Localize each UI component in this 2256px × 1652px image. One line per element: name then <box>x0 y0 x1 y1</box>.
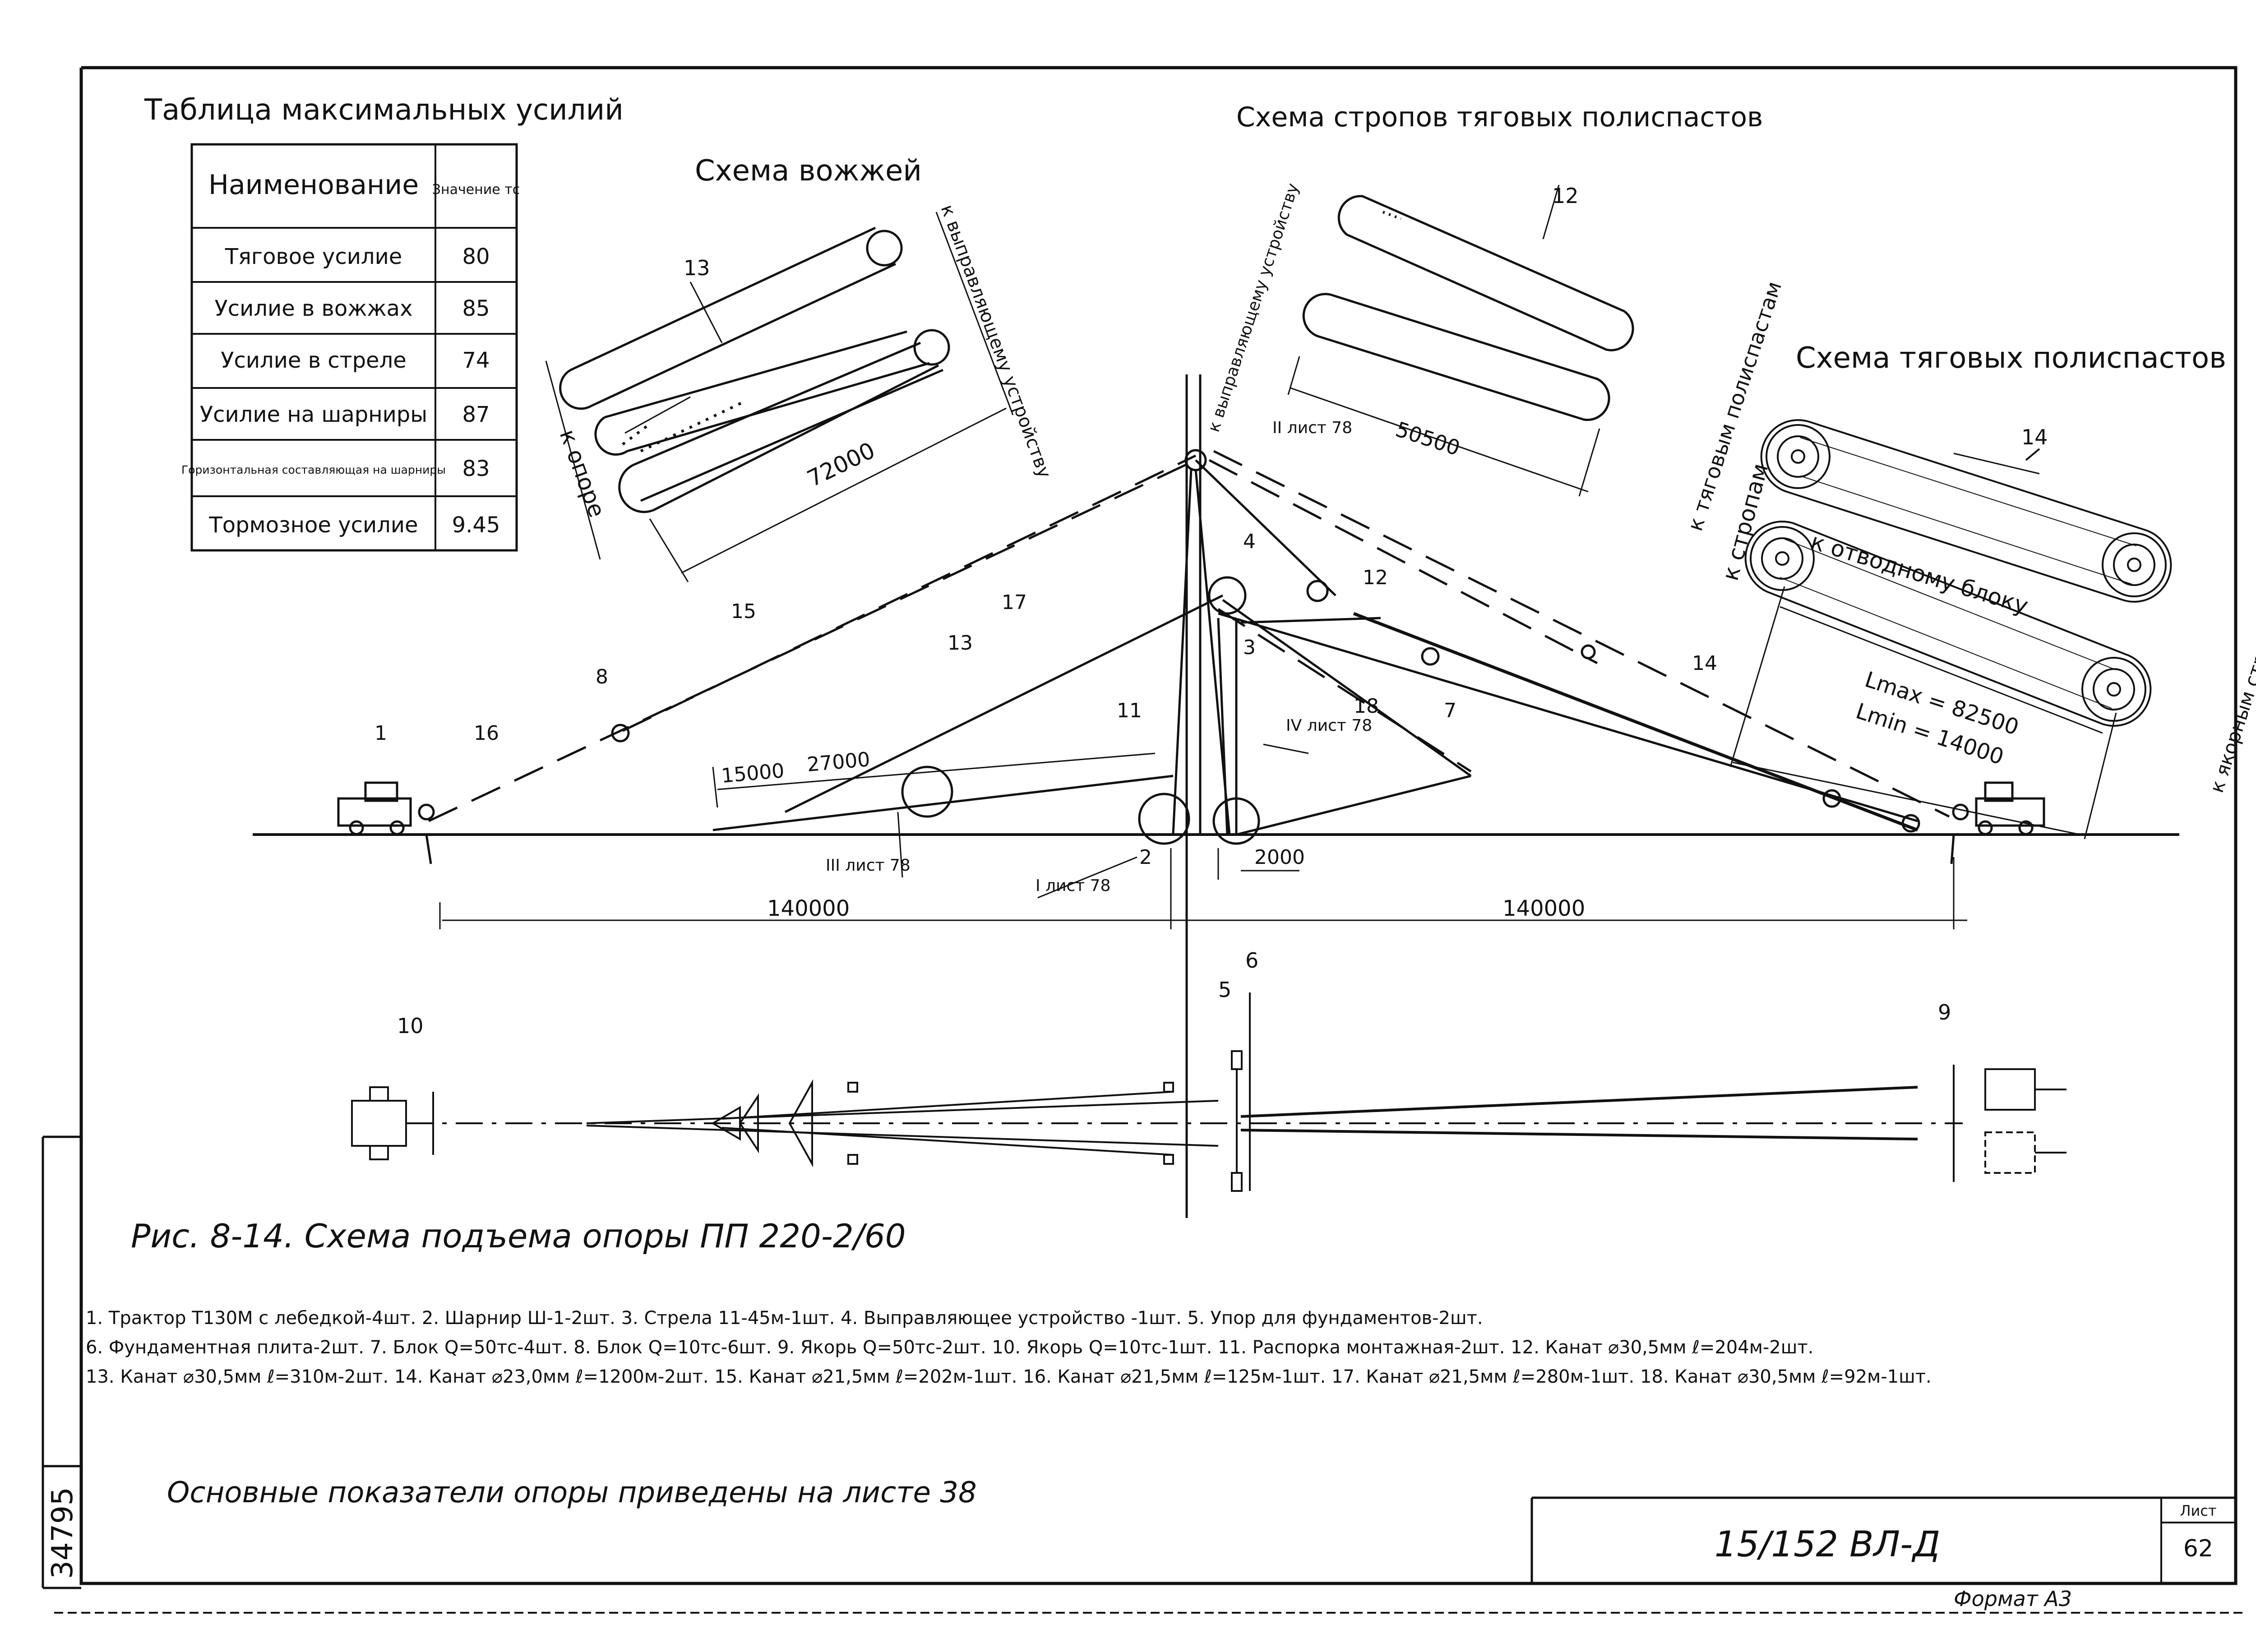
item-number: 14 <box>1692 652 1717 675</box>
sheet-ref: I лист 78 <box>1036 877 1110 895</box>
sheet-ref: II лист 78 <box>1272 419 1352 437</box>
sheet-ref: IV лист 78 <box>1286 716 1372 735</box>
table-row-value: 87 <box>462 402 490 427</box>
elevation-dim-15000: 15000 <box>721 759 786 788</box>
table-row-name: Усилие в стреле <box>221 348 407 373</box>
plan-view: 5 6 9 10 <box>351 948 2066 1218</box>
slings-label-pulley: к тяговым полиспастам <box>1683 278 1786 534</box>
pulley-label-block: к отводному блоку <box>1808 528 2031 619</box>
pulley-scheme: Схема тяговых полиспастов <box>1717 341 2256 840</box>
table-row-value: 83 <box>462 456 490 481</box>
forces-table-title: Таблица максимальных усилий <box>144 93 624 127</box>
legend: 1. Трактор Т130М с лебедкой-4шт. 2. Шарн… <box>86 1308 1932 1387</box>
table-row-value: 9.45 <box>452 512 500 538</box>
table-row-name: Усилие в вожжах <box>214 296 412 321</box>
item-number: 15 <box>731 600 756 623</box>
sheet-ref: III лист 78 <box>826 856 911 875</box>
table-row-value: 85 <box>462 296 490 321</box>
slings-scheme: Схема стропов тяговых полиспастов 12 505… <box>1205 102 1787 534</box>
table-row-value: 74 <box>462 348 490 373</box>
reins-scheme: Схема вожжей 13 72000 к выпр <box>545 154 1055 582</box>
reins-scheme-title: Схема вожжей <box>695 154 922 188</box>
table-header-value: Значение тс <box>432 182 520 198</box>
item-number: 16 <box>474 722 499 745</box>
item-number: 18 <box>1354 695 1379 718</box>
table-header-name: Наименование <box>208 169 419 201</box>
slings-item-number: 12 <box>1552 184 1579 208</box>
slings-label-device: к выправляющему устройству <box>1205 181 1303 434</box>
item-number: 6 <box>1245 948 1258 973</box>
reins-label-device: к выправляющему устройству <box>937 202 1055 481</box>
item-number: 1 <box>374 722 387 745</box>
sheet-label: Лист <box>2180 1502 2216 1519</box>
item-number: 11 <box>1117 699 1142 722</box>
slings-scheme-title: Схема стропов тяговых полиспастов <box>1236 102 1763 133</box>
item-number: 9 <box>1938 1000 1951 1024</box>
item-number: 2 <box>1139 846 1152 869</box>
elevation-view: 15000 27000 2000 140000 140000 II лист 7… <box>253 374 2179 1218</box>
elevation-dim-140000-right: 140000 <box>1502 896 1585 921</box>
elevation-dim-27000: 27000 <box>806 748 871 776</box>
item-number: 5 <box>1218 978 1231 1002</box>
table-row-name: Тяговое усилие <box>225 244 402 269</box>
sheet-format: Формат А3 <box>1954 1587 2072 1611</box>
item-number: 7 <box>1444 699 1456 722</box>
reins-label-support: к опоре <box>555 426 610 521</box>
pulley-label-sling: к стропам <box>1717 461 1774 583</box>
note: Основные показатели опоры приведены на л… <box>167 1476 977 1509</box>
reins-dim: 72000 <box>803 437 879 492</box>
item-number: 8 <box>596 665 608 688</box>
sheet-number: 62 <box>2183 1535 2213 1562</box>
tractor-left-icon <box>337 781 435 864</box>
sheet-frame <box>42 66 2247 1614</box>
item-number: 12 <box>1363 566 1388 589</box>
table-row-name: Горизонтальная составляющая на шарниры <box>181 463 446 476</box>
pulley-item-number: 14 <box>2021 425 2048 449</box>
slings-dim: 50500 <box>1393 417 1463 461</box>
table-row-name: Тормозное усилие <box>208 512 418 538</box>
item-number: 10 <box>397 1014 424 1038</box>
legend-line: 6. Фундаментная плита-2шт. 7. Блок Q=50т… <box>86 1337 1813 1358</box>
elevation-dim-140000-left: 140000 <box>767 896 850 921</box>
item-number: 13 <box>948 632 973 655</box>
doc-code: 15/152 ВЛ-Д <box>1715 1524 1940 1565</box>
pulley-label-anchor: к якорным стропам <box>2205 603 2256 795</box>
item-number: 4 <box>1243 530 1256 553</box>
table-row-name: Усилие на шарниры <box>200 402 427 427</box>
legend-line: 13. Канат ⌀30,5мм ℓ=310м-2шт. 14. Канат … <box>86 1366 1932 1387</box>
item-number: 17 <box>1002 591 1027 614</box>
title-block: 15/152 ВЛ-Д Лист 62 Формат А3 34795 <box>46 1487 2236 1611</box>
inventory-number: 34795 <box>46 1487 79 1579</box>
tractor-right-icon <box>1950 781 2045 864</box>
item-number: 3 <box>1243 636 1256 659</box>
elevation-dim-2000: 2000 <box>1254 846 1305 869</box>
legend-line: 1. Трактор Т130М с лебедкой-4шт. 2. Шарн… <box>86 1308 1483 1329</box>
table-row-value: 80 <box>462 244 490 269</box>
reins-item-number: 13 <box>684 256 710 280</box>
figure-caption: Рис. 8-14. Схема подъема опоры ПП 220-2/… <box>131 1217 906 1255</box>
forces-table: Таблица максимальных усилий Наименование… <box>144 93 624 552</box>
pulley-scheme-title: Схема тяговых полиспастов <box>1796 341 2226 375</box>
